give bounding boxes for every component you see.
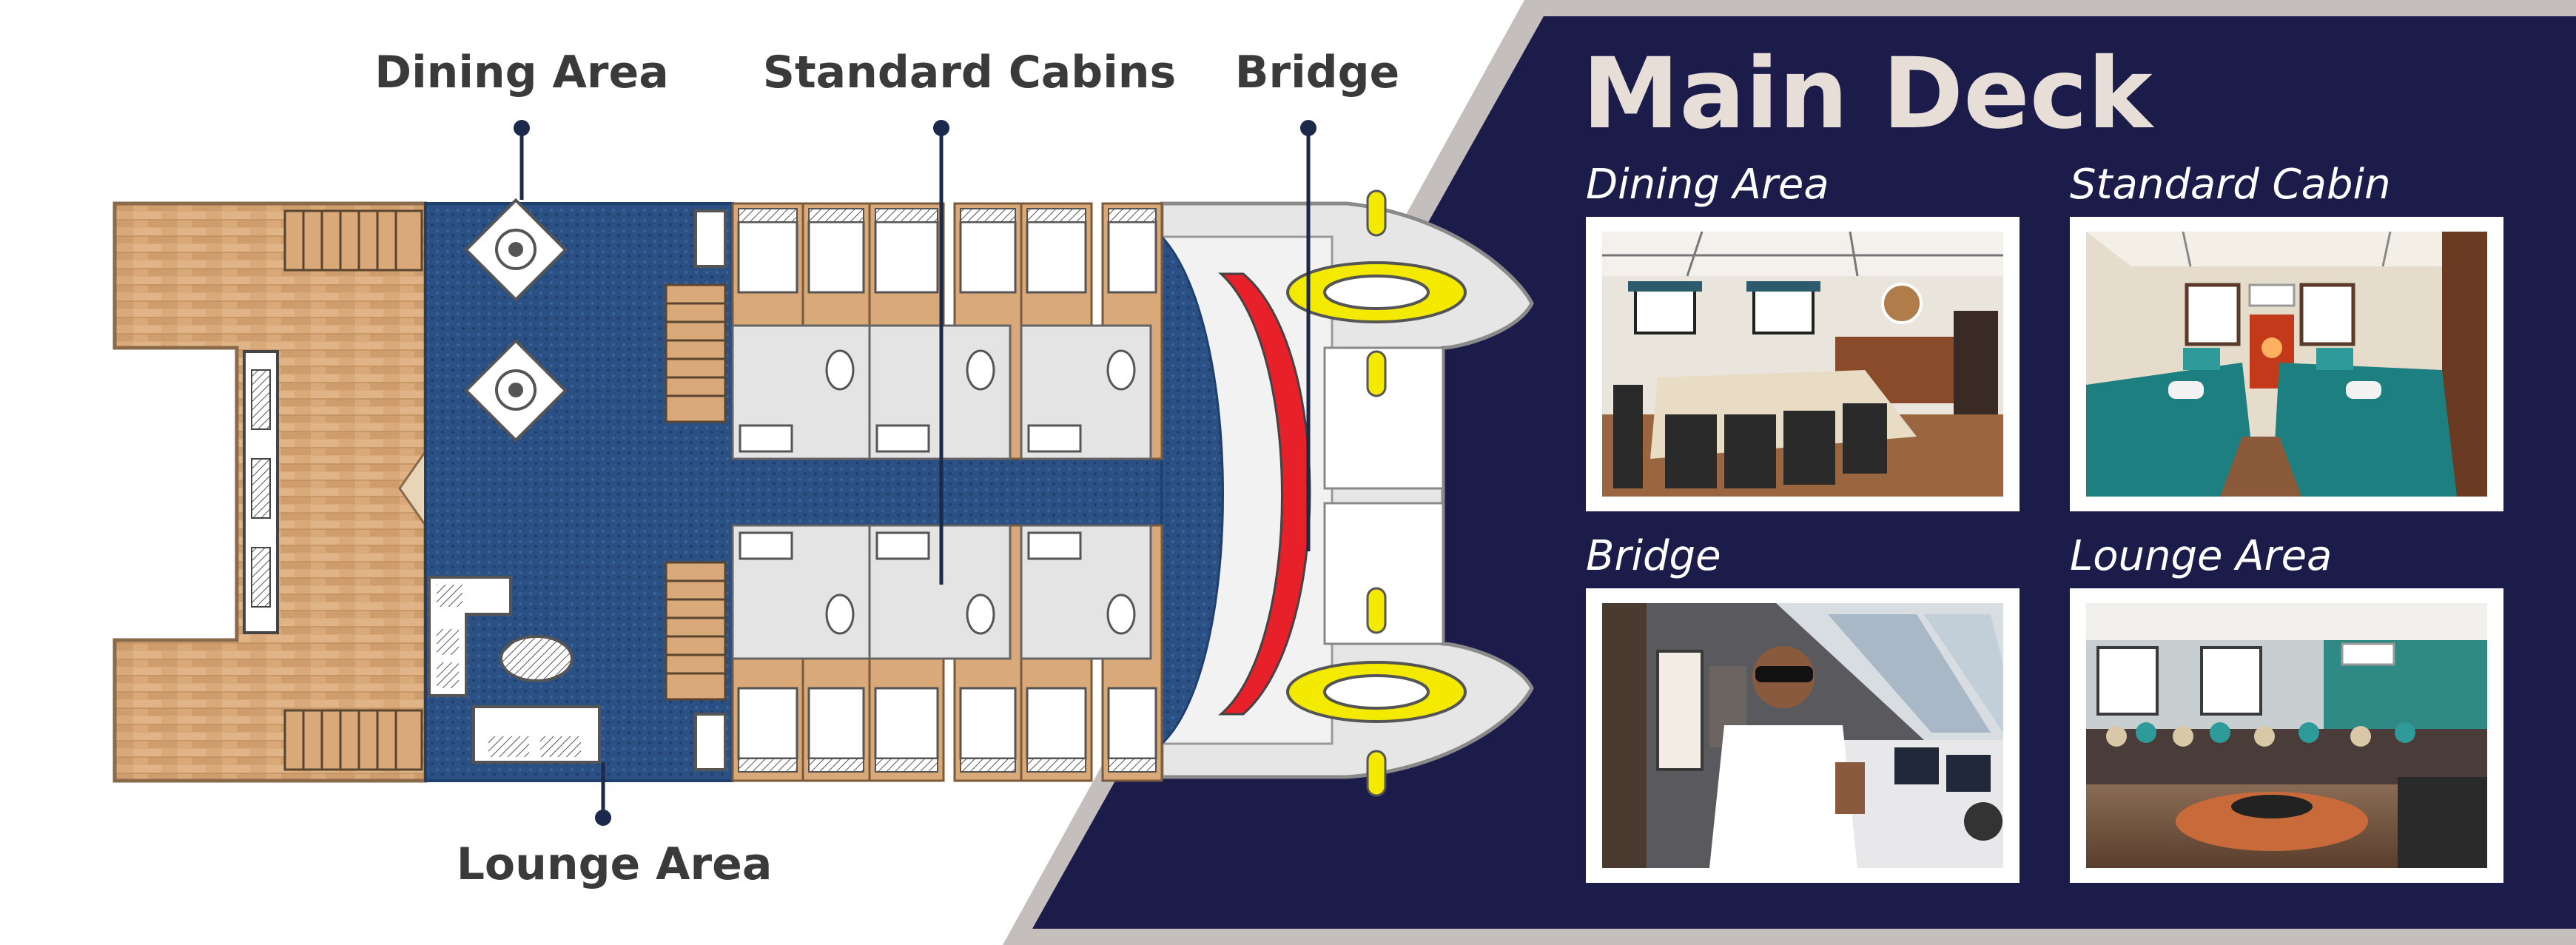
cabin-photo <box>2070 217 2503 511</box>
photo-caption-cabin: Standard Cabin <box>2070 161 2391 209</box>
panel-title: Main Deck <box>1582 37 2155 151</box>
bed-icon <box>807 221 865 294</box>
toilet-icon <box>825 349 855 391</box>
svg-text:Bridge: Bridge <box>1235 47 1399 98</box>
photo-caption-lounge: Lounge Area <box>2070 532 2332 580</box>
pillow-icon <box>738 208 798 223</box>
dining-table-icon <box>463 338 568 443</box>
callout-cabins: Standard Cabins <box>763 47 1176 585</box>
bed-icon <box>1107 221 1157 294</box>
pillow-icon <box>808 208 864 223</box>
propeller-icon <box>1286 189 1467 397</box>
bed-icon <box>737 221 798 294</box>
pillow-icon <box>960 758 1016 773</box>
bridge-console <box>1217 272 1311 716</box>
pillow-icon <box>960 208 1016 223</box>
shower-icon <box>875 424 930 453</box>
shower-icon <box>739 531 793 560</box>
sink-icon <box>694 209 727 268</box>
pillow-icon <box>1026 208 1086 223</box>
bed-icon <box>1026 221 1087 294</box>
callout-lounge: Lounge Area <box>457 762 773 890</box>
svg-text:Dining Area: Dining Area <box>374 47 668 98</box>
toilet-icon <box>825 593 855 635</box>
deck-bench <box>243 350 279 634</box>
callout-bridge: Bridge <box>1235 47 1399 551</box>
toilet-icon <box>966 593 995 635</box>
pillow-icon <box>875 758 938 773</box>
coffee-table-icon <box>500 635 574 682</box>
shower-icon <box>739 424 793 453</box>
pillow-icon <box>1026 758 1086 773</box>
photo-caption-dining: Dining Area <box>1586 161 1829 209</box>
svg-text:Standard Cabins: Standard Cabins <box>763 47 1176 98</box>
propeller-icon <box>1286 587 1467 797</box>
bed-icon <box>1107 687 1157 760</box>
bed-icon <box>959 221 1017 294</box>
pillow-icon <box>1108 208 1157 223</box>
bed-icon <box>874 221 939 294</box>
bathroom-icon <box>1020 324 1152 460</box>
bridge-photo <box>1586 588 2020 883</box>
toilet-icon <box>1106 349 1136 391</box>
svg-text:Lounge Area: Lounge Area <box>457 838 773 890</box>
lounge-photo <box>2070 588 2503 883</box>
pillow-icon <box>1108 758 1157 773</box>
pillow-icon <box>738 758 798 773</box>
bed-icon <box>737 687 798 760</box>
bed-icon <box>807 687 865 760</box>
pillow-icon <box>808 758 864 773</box>
standard-cabins <box>731 202 1163 782</box>
bed-icon <box>874 687 939 760</box>
bed-icon <box>959 687 1017 760</box>
shower-icon <box>875 531 930 560</box>
callout-dining: Dining Area <box>374 47 669 200</box>
bed-icon <box>1026 687 1087 760</box>
toilet-icon <box>966 349 995 391</box>
dining-room-photo <box>1586 217 2020 511</box>
sofa-icon <box>428 576 512 697</box>
toilet-icon <box>1106 593 1136 635</box>
pillow-icon <box>875 208 938 223</box>
sink-icon <box>694 713 727 771</box>
shower-icon <box>1027 531 1082 560</box>
interior-stairs <box>665 283 727 701</box>
photo-caption-bridge: Bridge <box>1586 532 1721 580</box>
shower-icon <box>1027 424 1082 453</box>
stern-stairs <box>283 209 423 771</box>
sofa-icon <box>472 705 601 764</box>
dining-table-icon <box>463 198 568 302</box>
